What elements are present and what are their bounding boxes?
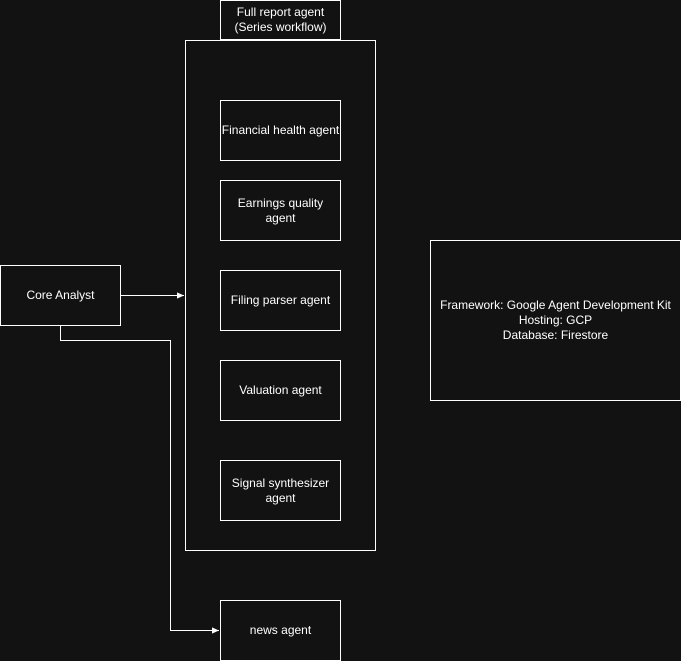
info-label: Framework: Google Agent Development Kit … [440,298,671,342]
agent-label: Earnings quality agent [237,195,324,225]
agent-box-valuation[interactable]: Valuation agent [220,360,341,421]
agent-label: Signal synthesizer agent [231,475,330,505]
news-agent-box[interactable]: news agent [220,600,341,661]
workflow-label-box: Full report agent (Series workflow) [220,0,341,40]
workflow-label: Full report agent (Series workflow) [234,5,327,34]
news-agent-label: news agent [249,623,312,637]
agent-box-earnings-quality[interactable]: Earnings quality agent [220,180,341,241]
core-analyst-label: Core Analyst [26,288,95,302]
agent-label: Valuation agent [239,383,322,397]
workflow-container [185,40,376,551]
info-box: Framework: Google Agent Development Kit … [430,240,681,401]
agent-box-signal-synthesizer[interactable]: Signal synthesizer agent [220,460,341,521]
agent-label: Filing parser agent [230,293,331,307]
core-analyst-box[interactable]: Core Analyst [0,265,121,326]
agent-label: Financial health agent [221,123,340,137]
agent-box-filing-parser[interactable]: Filing parser agent [220,270,341,331]
agent-box-financial-health[interactable]: Financial health agent [220,100,341,161]
